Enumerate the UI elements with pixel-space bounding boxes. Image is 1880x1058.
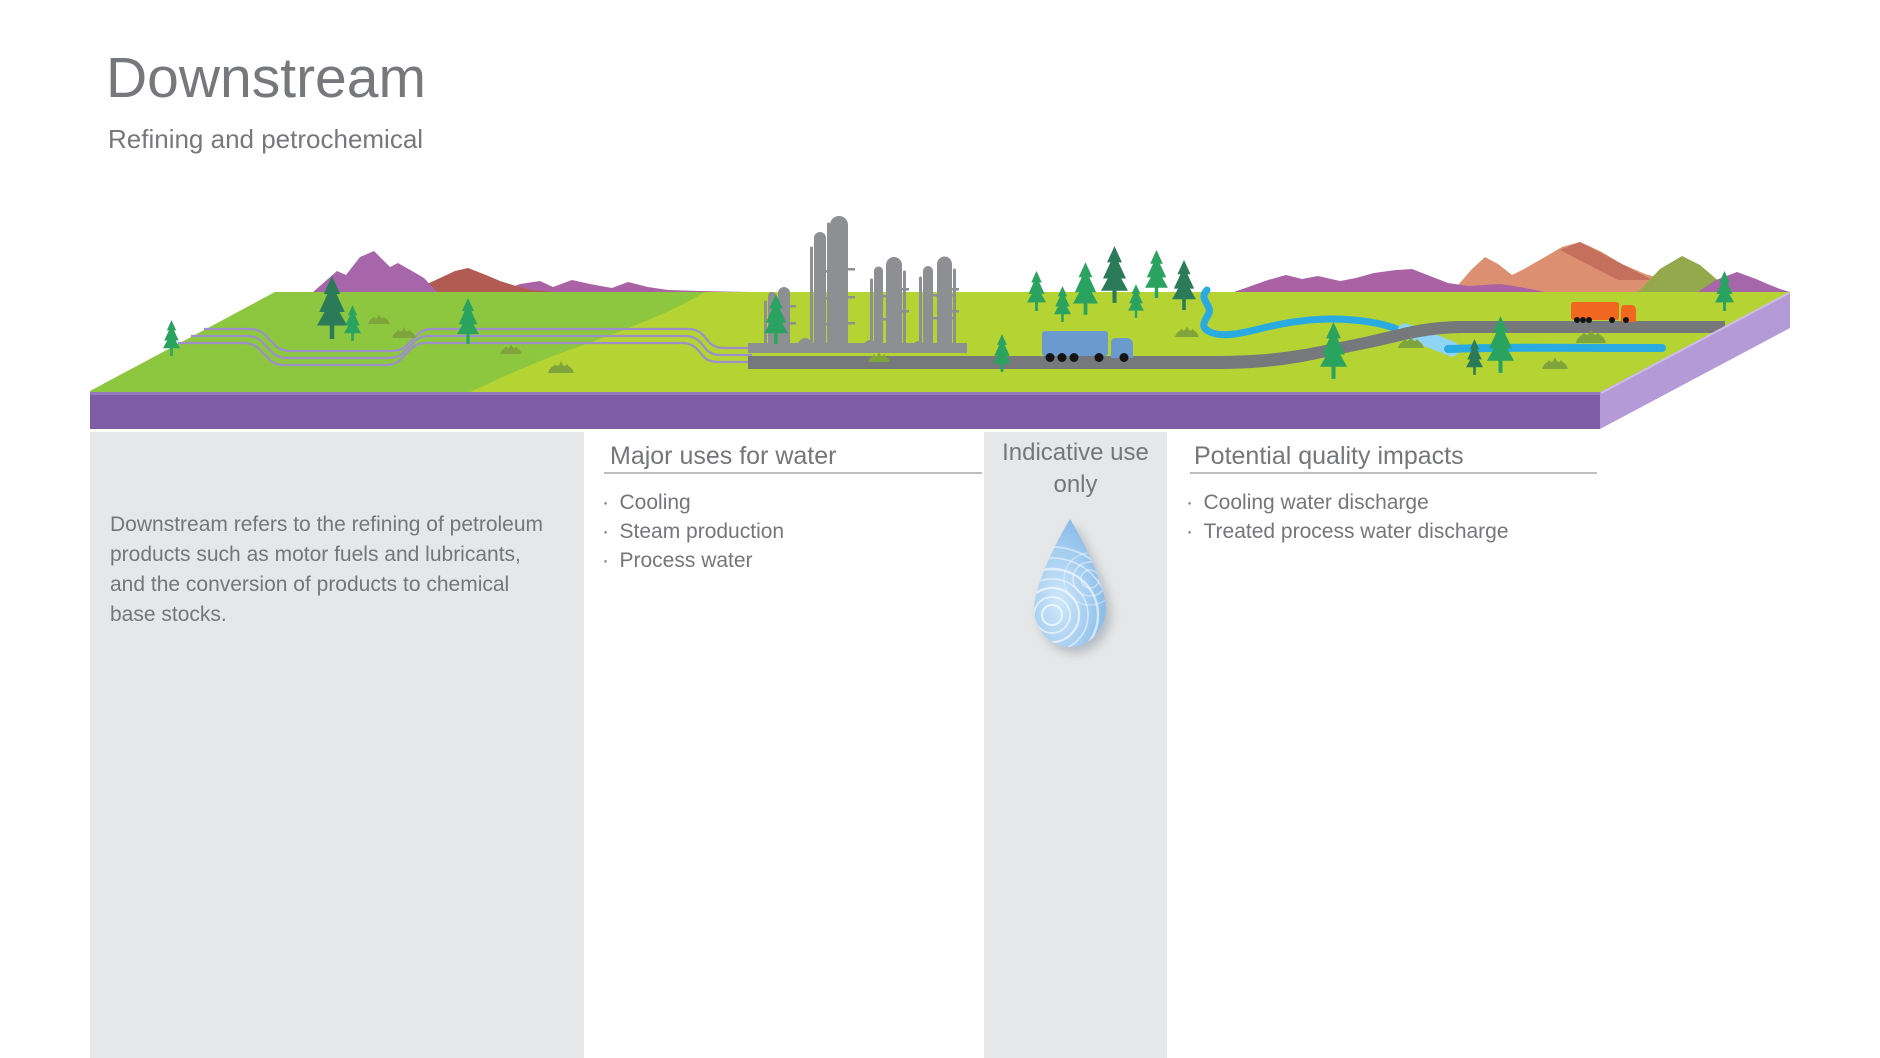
mountains-left: [313, 251, 750, 292]
water-drop-icon: [1026, 515, 1114, 657]
quality-impacts-divider: [1190, 472, 1597, 474]
list-item: Cooling: [602, 488, 784, 517]
description-panel: [90, 432, 584, 1058]
plateau: [90, 292, 1790, 392]
grass-tufts: [368, 314, 1606, 373]
quality-impacts-list: Cooling water discharge Treated process …: [1186, 488, 1509, 546]
page-title: Downstream: [106, 46, 426, 110]
list-item: Cooling water discharge: [1186, 488, 1509, 517]
mountains-right: [1234, 242, 1790, 292]
plateau-faces: [90, 292, 1790, 429]
page-subtitle: Refining and petrochemical: [108, 124, 424, 154]
blue-truck: [1042, 331, 1133, 362]
pipelines: [178, 327, 752, 367]
list-item: Steam production: [602, 517, 785, 546]
description-text: Downstream refers to the refining of pet…: [110, 513, 544, 626]
refinery: [748, 216, 967, 353]
indicative-note: Indicative use only: [1002, 439, 1149, 498]
water-uses-list: Cooling Steam production Process water: [602, 488, 785, 575]
list-item: Process water: [602, 546, 784, 575]
river: [1200, 286, 1666, 357]
quality-impacts-heading: Potential quality impacts: [1194, 442, 1464, 470]
right-trees: [1320, 271, 1734, 379]
scattered-trees: [163, 276, 788, 356]
water-uses-divider: [604, 472, 982, 474]
orange-truck: [1571, 302, 1636, 323]
forest: [993, 246, 1196, 372]
water-uses-heading: Major uses for water: [610, 442, 837, 470]
road: [748, 321, 1725, 369]
list-item: Treated process water discharge: [1186, 517, 1509, 546]
